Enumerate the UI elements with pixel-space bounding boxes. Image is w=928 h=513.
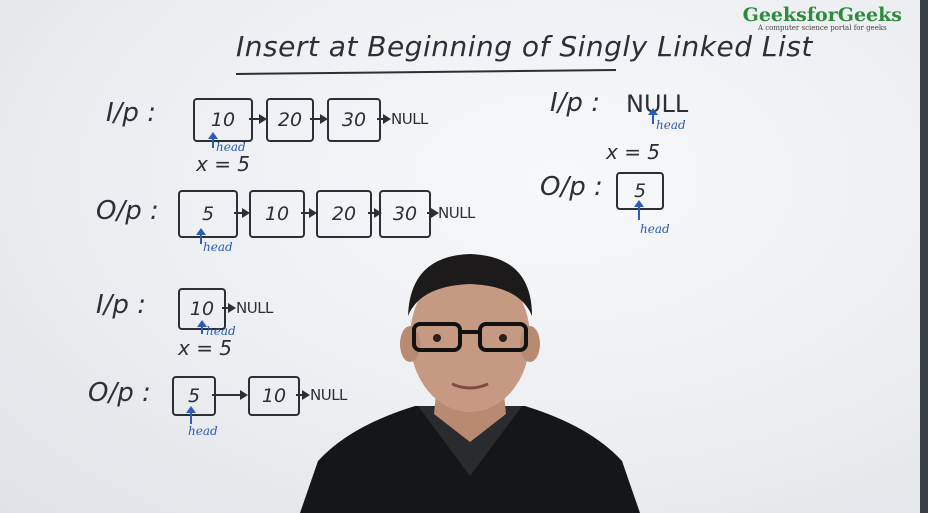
ex1-output-label: O/p : — [96, 196, 159, 226]
ex1-input-node-2: 20 — [266, 98, 314, 142]
ex2-input-head-label: head — [206, 324, 236, 338]
ex2-input-link-arrow — [222, 303, 236, 313]
ex2-input-null: NULL — [236, 299, 273, 317]
ex1-input-link-arrow — [377, 114, 391, 124]
ex1-output-null: NULL — [438, 204, 475, 222]
frame-edge — [920, 0, 928, 513]
ex1-output-link-arrow — [427, 208, 439, 218]
head-pointer-icon — [208, 132, 218, 148]
head-pointer-icon — [648, 108, 658, 124]
ex2-x-value: x = 5 — [178, 336, 233, 360]
ex2-output-node-1: 5 — [172, 376, 216, 416]
ex3-output-head-label: head — [640, 222, 670, 236]
ex2-input-label: I/p : — [96, 290, 146, 320]
ex2-output-node-2: 10 — [248, 376, 300, 416]
ex1-input-null: NULL — [391, 110, 428, 128]
head-pointer-icon — [197, 320, 207, 334]
head-pointer-icon — [196, 228, 206, 244]
ex3-output-node-1: 5 — [616, 172, 664, 210]
ex3-x-value: x = 5 — [606, 140, 661, 164]
brand-tagline: A computer science portal for geeks — [757, 24, 887, 32]
ex1-output-node-1: 5 — [178, 190, 238, 238]
ex3-input-label: I/p : — [550, 88, 600, 118]
ex1-output-head-label: head — [203, 240, 233, 254]
ex2-output-link-arrow — [212, 390, 248, 400]
ex3-input-head-label: head — [656, 118, 686, 132]
brand-name: GeeksforGeeks — [742, 4, 902, 26]
ex2-output-head-label: head — [188, 424, 218, 438]
ex1-output-link-arrow — [301, 208, 317, 218]
ex1-x-value: x = 5 — [196, 152, 251, 176]
ex1-input-link-arrow — [249, 114, 267, 124]
ex1-output-link-arrow — [368, 208, 382, 218]
ex2-output-null: NULL — [310, 386, 347, 404]
ex2-output-label: O/p : — [88, 378, 151, 408]
ex1-output-node-2: 10 — [249, 190, 305, 238]
ex1-output-link-arrow — [234, 208, 250, 218]
ex1-input-node-3: 30 — [327, 98, 381, 142]
ex1-output-node-4: 30 — [379, 190, 431, 238]
ex2-output-link-arrow — [296, 390, 310, 400]
ex1-output-node-3: 20 — [316, 190, 372, 238]
brand-logo: GeeksforGeeks A computer science portal … — [743, 4, 902, 32]
ex3-output-label: O/p : — [540, 172, 603, 202]
head-pointer-icon — [186, 406, 196, 424]
head-pointer-icon — [634, 200, 644, 220]
ex1-input-link-arrow — [310, 114, 328, 124]
presenter-figure — [300, 254, 640, 513]
ex1-input-head-label: head — [216, 140, 246, 154]
board-title: Insert at Beginning of Singly Linked Lis… — [236, 30, 813, 63]
ex1-input-node-1: 10 — [193, 98, 253, 142]
ex1-input-label: I/p : — [106, 98, 156, 128]
